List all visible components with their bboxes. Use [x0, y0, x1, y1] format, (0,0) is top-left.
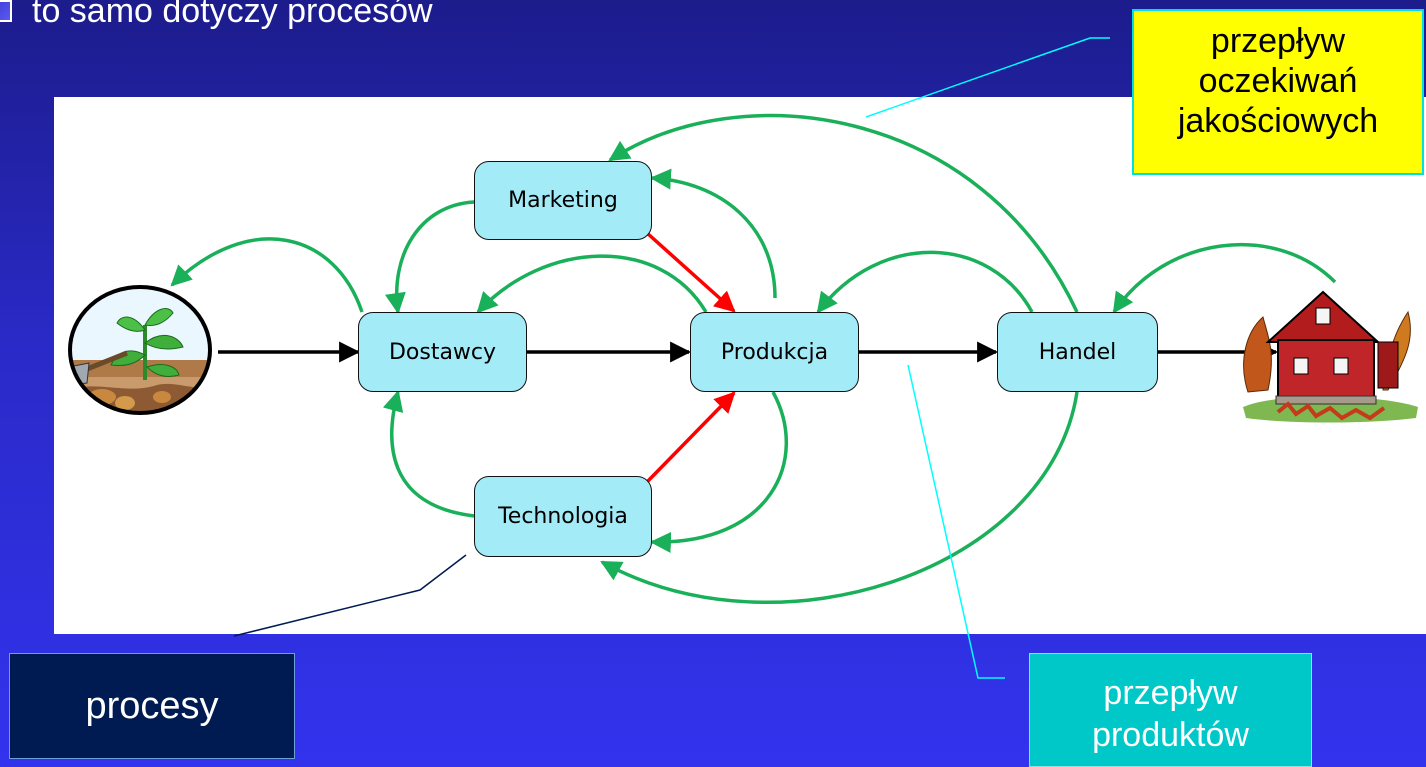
callout-quality-flow: przepływ oczekiwań jakościowych — [1132, 9, 1424, 175]
bullet-text: to samo dotyczy procesów — [32, 0, 433, 30]
red-arrow-technologia-produkcja — [645, 391, 736, 484]
callout-quality-line3: jakościowych — [1177, 102, 1379, 140]
callout-processes: procesy — [9, 653, 295, 759]
callout-line-quality — [865, 37, 1110, 118]
node-handel: Handel — [997, 312, 1158, 392]
callout-quality-line1: przepływ — [1210, 22, 1346, 60]
node-technologia-label: Technologia — [498, 504, 628, 529]
green-arrow-handel-technologia — [600, 391, 1079, 604]
callout-quality-line2: oczekiwań — [1198, 62, 1358, 100]
callout-products-line2: produktów — [1092, 716, 1249, 754]
green-arrow-handel-marketing — [608, 113, 1079, 313]
node-produkcja-label: Produkcja — [720, 339, 829, 365]
node-technologia: Technologia — [474, 476, 652, 557]
callout-processes-label: procesy — [85, 684, 219, 727]
callout-products-line1: przepływ — [1103, 674, 1238, 712]
green-arrow-house-handel — [1112, 242, 1337, 314]
node-produkcja: Produkcja — [690, 312, 859, 392]
callout-line-products — [907, 364, 1005, 679]
square-bullet-icon — [0, 0, 12, 22]
green-arrow-dostawcy-source — [170, 237, 364, 313]
garden-plant-shovel-icon — [68, 285, 212, 415]
green-arrow-handel-produkcja — [816, 250, 1034, 314]
callout-product-flow: przepływ produktów — [1029, 653, 1312, 767]
node-marketing-label: Marketing — [508, 188, 618, 213]
node-dostawcy: Dostawcy — [358, 312, 527, 392]
green-arrow-produkcja-technologia — [649, 391, 788, 553]
green-arrow-technologia-dostawcy — [382, 389, 475, 518]
green-arrow-produkcja-dostawcy — [476, 254, 708, 314]
callout-line-processes — [233, 554, 467, 637]
red-arrow-marketing-produkcja — [645, 231, 736, 313]
bullet-line: to samo dotyczy procesów — [0, 0, 433, 36]
green-arrow-produkcja-marketing — [649, 168, 777, 299]
red-house-icon — [1243, 290, 1418, 423]
node-marketing: Marketing — [474, 161, 652, 240]
node-handel-label: Handel — [1038, 339, 1117, 365]
green-arrow-marketing-dostawcy — [384, 200, 475, 315]
node-dostawcy-label: Dostawcy — [388, 339, 497, 365]
